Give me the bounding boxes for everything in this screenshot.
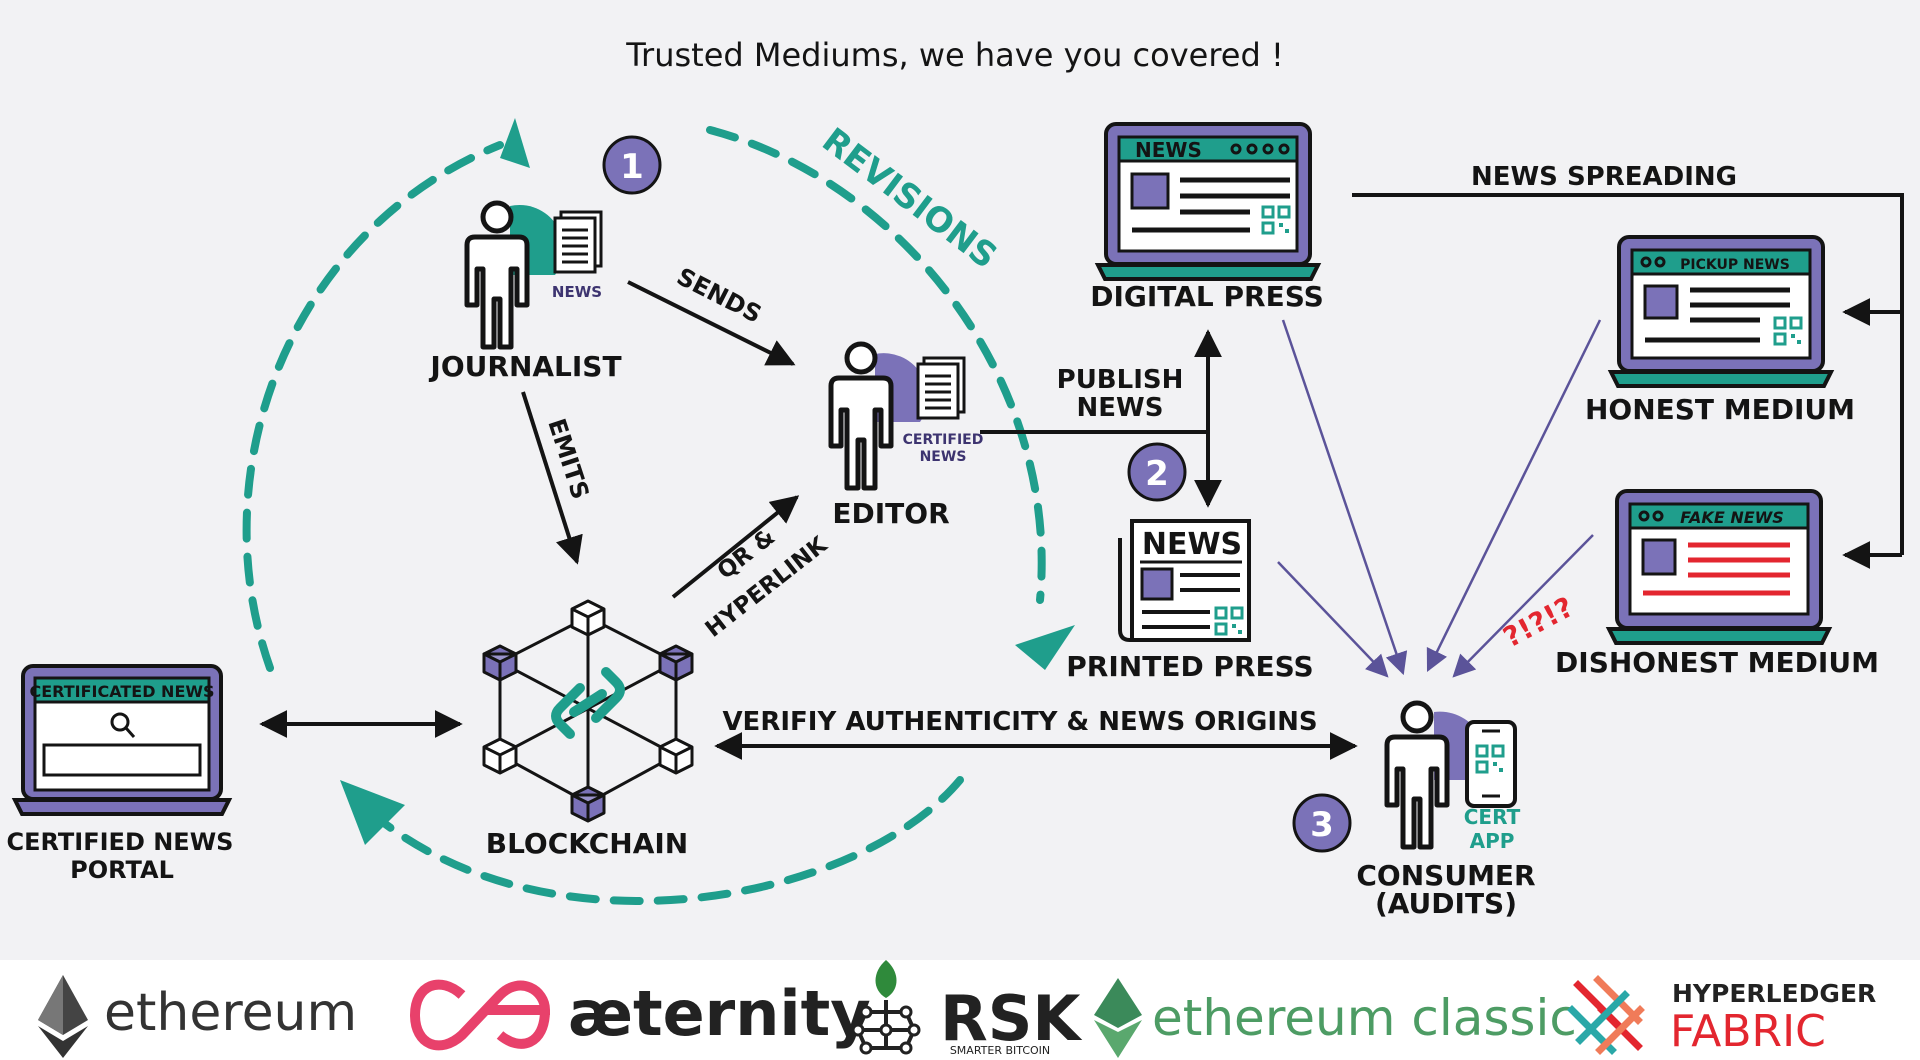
search-icon <box>110 712 136 738</box>
journalist-doc-tag: NEWS <box>552 283 602 301</box>
blockchain-label: BLOCKCHAIN <box>486 827 688 860</box>
svg-text:2: 2 <box>1145 454 1169 494</box>
step-badge-1: 1 <box>602 135 662 195</box>
consumer-node: CERT APP CONSUMER (AUDITS) <box>1356 703 1536 920</box>
rsk-tree-icon <box>851 960 921 1055</box>
svg-text:1: 1 <box>620 147 644 187</box>
honest-medium-screen-header: PICKUP NEWS <box>1680 257 1790 273</box>
portal-label-1: CERTIFIED NEWS <box>7 828 234 856</box>
printed-press-label: PRINTED PRESS <box>1066 650 1313 683</box>
arrow-qr-hyperlink <box>671 495 800 599</box>
diagram-title: Trusted Mediums, we have you covered ! <box>625 36 1284 74</box>
hyperledger-fabric-logo: HYPERLEDGER FABRIC <box>1567 975 1876 1057</box>
news-spreading-label: NEWS SPREADING <box>1471 162 1737 192</box>
aeternity-symbol-icon <box>409 979 551 1051</box>
cert-app-label-2: APP <box>1470 829 1515 853</box>
journalist-node: NEWS JOURNALIST <box>428 203 622 383</box>
arrow-sends <box>627 280 796 366</box>
dishonest-medium-screen-header: FAKE NEWS <box>1680 508 1784 527</box>
consumer-label-1: CONSUMER <box>1356 859 1535 892</box>
hyperledger-fabric-weave-icon <box>1567 975 1645 1055</box>
portal-search-field <box>42 743 202 777</box>
aeternity-logo: æternity <box>409 977 871 1051</box>
svg-text:3: 3 <box>1310 805 1334 845</box>
cert-app-phone-icon <box>1465 720 1517 808</box>
step-badge-2: 2 <box>1127 442 1187 502</box>
honest-medium-node: PICKUP NEWS HONEST MEDIUM <box>1585 235 1855 426</box>
certified-news-portal: CERTIFICATED NEWS CERTIFIED NEWS PORTAL <box>7 664 234 884</box>
cycle-arrowhead-top <box>500 118 530 168</box>
chain-link-icon <box>551 667 625 739</box>
ethereum-classic-diamond-icon <box>1094 978 1142 1058</box>
news-document-icon <box>553 210 603 274</box>
printed-press-masthead: NEWS <box>1142 527 1242 562</box>
ethereum-logo: ethereum <box>38 975 357 1058</box>
digital-press-node: NEWS DIGITAL PRESS <box>1090 122 1324 313</box>
svg-text:HYPERLEDGER: HYPERLEDGER <box>1672 979 1876 1008</box>
svg-text:æternity: æternity <box>568 977 871 1050</box>
flow-arrows <box>259 193 1904 760</box>
diagram-background <box>0 0 1920 960</box>
printed-press-node: NEWS PRINTED PRESS <box>1066 519 1314 683</box>
ethereum-classic-logo: ethereum classic <box>1094 978 1577 1058</box>
digital-press-label: DIGITAL PRESS <box>1090 280 1324 313</box>
publish-label-2: NEWS <box>1077 393 1164 423</box>
svg-text:ethereum: ethereum <box>104 983 357 1043</box>
editor-label: EDITOR <box>832 497 949 530</box>
arrow-emits <box>521 391 583 565</box>
consumer-label-2: (AUDITS) <box>1375 887 1517 920</box>
portal-label-2: PORTAL <box>70 856 174 884</box>
verify-label: VERIFIY AUTHENTICITY & NEWS ORIGINS <box>722 707 1317 737</box>
editor-node: CERTIFIED NEWS EDITOR <box>831 344 983 530</box>
news-spreading-line <box>1352 193 1904 555</box>
cycle-arrowhead-right <box>1015 625 1075 670</box>
revision-cycle <box>242 126 1046 905</box>
svg-text:ethereum classic: ethereum classic <box>1152 989 1577 1047</box>
ethereum-diamond-icon <box>38 975 88 1058</box>
step-badge-3: 3 <box>1292 793 1352 853</box>
blockchain-node: BLOCKCHAIN <box>482 599 694 860</box>
honest-medium-label: HONEST MEDIUM <box>1585 393 1855 426</box>
svg-text:FABRIC: FABRIC <box>1670 1006 1826 1057</box>
cycle-arrowhead-bottom <box>340 780 405 845</box>
editor-doc-tag-1: CERTIFIED <box>903 432 984 448</box>
svg-text:RSK: RSK <box>940 982 1082 1055</box>
dishonest-medium-label: DISHONEST MEDIUM <box>1555 646 1879 679</box>
svg-text:SMARTER BITCOIN: SMARTER BITCOIN <box>950 1044 1050 1057</box>
editor-doc-tag-2: NEWS <box>920 449 967 465</box>
cert-app-label-1: CERT <box>1464 805 1521 829</box>
audit-arrows <box>1277 319 1602 678</box>
publish-label-1: PUBLISH <box>1057 365 1184 395</box>
certified-document-icon <box>916 356 966 420</box>
journalist-label: JOURNALIST <box>428 350 621 383</box>
digital-press-screen-header: NEWS <box>1135 138 1202 162</box>
portal-screen-header: CERTIFICATED NEWS <box>29 682 214 701</box>
rsk-logo: RSK SMARTER BITCOIN <box>851 960 1082 1057</box>
dishonest-medium-node: FAKE NEWS DISHONEST MEDIUM ?!?!? <box>1498 489 1879 679</box>
